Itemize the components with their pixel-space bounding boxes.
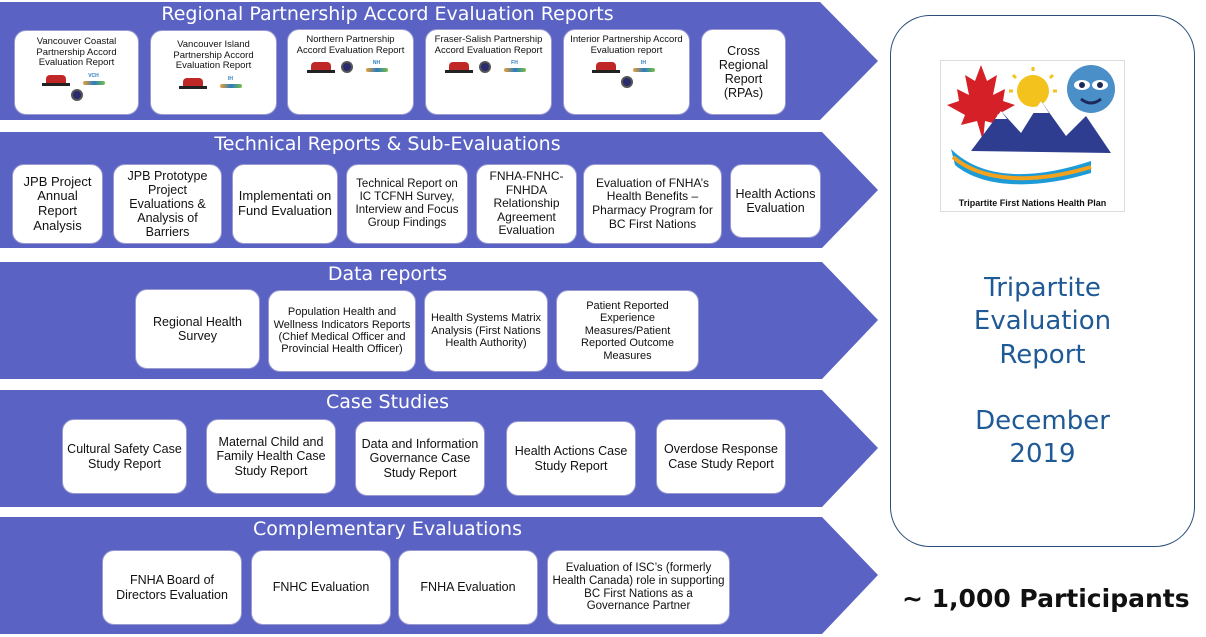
panel-title-line: Evaluation bbox=[973, 306, 1112, 337]
panel-title-line: Report bbox=[999, 339, 1086, 370]
first-nations-health-council-logo bbox=[178, 76, 207, 90]
partner-health-logo: FH bbox=[497, 61, 533, 73]
panel-date: December 2019 bbox=[891, 405, 1194, 472]
partner-logos: FH bbox=[444, 60, 533, 74]
box-label: FNHA-FNHC-FNHDA Relationship Agreement E… bbox=[489, 169, 564, 238]
box-label: Cultural Safety Case Study Report bbox=[67, 442, 182, 471]
band-case-studies: Case Studies Cultural Safety Case Study … bbox=[0, 390, 880, 507]
box-label: Fraser-Salish Partnership Accord Evaluat… bbox=[434, 34, 543, 56]
case-study-health-actions[interactable]: Health Actions Case Study Report bbox=[506, 421, 636, 496]
report-box-health-benefits-pharmacy[interactable]: Evaluation of FNHA’s Health Benefits – P… bbox=[583, 164, 722, 244]
box-label: Vancouver Island Partnership Accord Eval… bbox=[173, 39, 254, 72]
logo-graphic-icon bbox=[947, 65, 1115, 185]
participants-count: ~ 1,000 Participants bbox=[902, 584, 1190, 613]
box-label: Health Actions Case Study Report bbox=[514, 444, 628, 473]
box-label: Implementati on Fund Evaluation bbox=[238, 188, 332, 218]
panel-date-line: December bbox=[975, 406, 1110, 436]
box-label: Evaluation of FNHA’s Health Benefits – P… bbox=[592, 175, 713, 231]
report-box-implementation-fund[interactable]: Implementati on Fund Evaluation bbox=[232, 164, 338, 244]
partner-health-logo: NH bbox=[359, 61, 395, 73]
band-regional-partnership: Regional Partnership Accord Evaluation R… bbox=[0, 2, 880, 120]
fnha-seal-icon bbox=[620, 76, 633, 89]
band-title: Regional Partnership Accord Evaluation R… bbox=[161, 3, 614, 25]
partner-logos: NH bbox=[306, 60, 395, 74]
box-label: Interior Partnership Accord Evaluation r… bbox=[570, 34, 683, 56]
box-label: Technical Report on IC TCFNH Survey, Int… bbox=[355, 178, 459, 229]
case-study-data-governance[interactable]: Data and Information Governance Case Stu… bbox=[355, 421, 485, 496]
band-title: Complementary Evaluations bbox=[252, 518, 522, 540]
box-label: Regional Health Survey bbox=[153, 314, 242, 343]
tripartite-health-plan-logo: Tripartite First Nations Health Plan bbox=[940, 60, 1125, 212]
report-box-regional-health-survey[interactable]: Regional Health Survey bbox=[135, 289, 260, 369]
box-label: Data and Information Governance Case Stu… bbox=[361, 437, 479, 480]
evaluation-fnhc[interactable]: FNHC Evaluation bbox=[251, 550, 391, 625]
box-label: FNHA Board of Directors Evaluation bbox=[116, 573, 228, 602]
report-box-interior[interactable]: Interior Partnership Accord Evaluation r… bbox=[563, 29, 690, 115]
report-box-northern[interactable]: Northern Partnership Accord Evaluation R… bbox=[287, 29, 414, 115]
first-nations-health-council-logo bbox=[41, 73, 70, 87]
partner-logos: VCH bbox=[41, 73, 112, 87]
band-technical-reports: Technical Reports & Sub-Evaluations JPB … bbox=[0, 132, 880, 248]
partner-health-logo: IH bbox=[213, 76, 249, 89]
report-box-health-actions[interactable]: Health Actions Evaluation bbox=[730, 164, 821, 238]
box-label: Health Systems Matrix Analysis (First Na… bbox=[430, 312, 542, 350]
report-box-health-systems-matrix[interactable]: Health Systems Matrix Analysis (First Na… bbox=[424, 290, 548, 372]
partner-health-logo: IH bbox=[626, 61, 662, 73]
band-complementary-evaluations: Complementary Evaluations FNHA Board of … bbox=[0, 517, 880, 634]
partner-logos: IH bbox=[178, 76, 249, 90]
report-box-cross-regional[interactable]: Cross Regional Report (RPAs) bbox=[701, 29, 786, 115]
box-label: Overdose Response Case Study Report bbox=[664, 442, 778, 471]
first-nations-health-council-logo bbox=[591, 60, 620, 74]
band-title: Technical Reports & Sub-Evaluations bbox=[214, 133, 561, 155]
report-box-jpb-annual[interactable]: JPB Project Annual Report Analysis bbox=[12, 164, 103, 244]
report-box-vancouver-coastal[interactable]: Vancouver Coastal Partnership Accord Eva… bbox=[14, 30, 139, 115]
evaluation-fnha-board[interactable]: FNHA Board of Directors Evaluation bbox=[102, 550, 242, 625]
panel-title: Tripartite Evaluation Report bbox=[891, 272, 1194, 372]
box-label: Evaluation of ISC’s (formerly Health Can… bbox=[552, 561, 725, 613]
report-box-prem-prom[interactable]: Patient Reported Experience Measures/Pat… bbox=[556, 290, 699, 372]
fnha-seal-icon bbox=[478, 61, 491, 74]
report-box-population-health[interactable]: Population Health and Wellness Indicator… bbox=[268, 290, 416, 372]
box-label: JPB Prototype Project Evaluations & Anal… bbox=[127, 168, 208, 240]
case-study-maternal-child[interactable]: Maternal Child and Family Health Case St… bbox=[206, 419, 336, 494]
panel-title-line: Tripartite bbox=[984, 273, 1101, 303]
first-nations-health-council-logo bbox=[306, 60, 335, 74]
case-study-cultural-safety[interactable]: Cultural Safety Case Study Report bbox=[62, 419, 187, 494]
band-title: Data reports bbox=[327, 263, 448, 285]
panel-date-line: 2019 bbox=[1009, 439, 1076, 470]
band-title: Case Studies bbox=[325, 391, 450, 413]
box-label: Patient Reported Experience Measures/Pat… bbox=[581, 299, 674, 362]
box-label: FNHC Evaluation bbox=[272, 580, 370, 595]
fnha-seal-icon bbox=[340, 61, 353, 74]
box-label: Health Actions Evaluation bbox=[735, 186, 816, 215]
box-label: Vancouver Coastal Partnership Accord Eva… bbox=[36, 36, 117, 69]
box-label: FNHA Evaluation bbox=[420, 580, 516, 595]
report-box-ic-tcfnh-survey[interactable]: Technical Report on IC TCFNH Survey, Int… bbox=[346, 164, 468, 244]
evaluation-isc-role[interactable]: Evaluation of ISC’s (formerly Health Can… bbox=[547, 550, 730, 625]
report-box-jpb-prototype[interactable]: JPB Prototype Project Evaluations & Anal… bbox=[113, 164, 222, 244]
box-label: JPB Project Annual Report Analysis bbox=[23, 173, 92, 233]
band-data-reports: Data reports Regional Health Survey Popu… bbox=[0, 262, 880, 379]
case-study-overdose-response[interactable]: Overdose Response Case Study Report bbox=[656, 419, 786, 494]
first-nations-health-council-logo bbox=[444, 60, 473, 74]
partner-health-logo: VCH bbox=[76, 73, 112, 86]
box-label: Maternal Child and Family Health Case St… bbox=[216, 435, 326, 478]
box-label: Population Health and Wellness Indicator… bbox=[273, 306, 411, 356]
box-label: Cross Regional Report (RPAs) bbox=[718, 43, 769, 101]
logo-caption: Tripartite First Nations Health Plan bbox=[958, 198, 1107, 208]
fnha-seal-icon bbox=[70, 89, 83, 102]
evaluation-fnha[interactable]: FNHA Evaluation bbox=[398, 550, 538, 625]
report-box-relationship-agreement[interactable]: FNHA-FNHC-FNHDA Relationship Agreement E… bbox=[476, 164, 577, 244]
report-box-fraser-salish[interactable]: Fraser-Salish Partnership Accord Evaluat… bbox=[425, 29, 552, 115]
box-label: Northern Partnership Accord Evaluation R… bbox=[296, 34, 405, 56]
report-box-vancouver-island[interactable]: Vancouver Island Partnership Accord Eval… bbox=[150, 30, 277, 115]
partner-logos: IH bbox=[591, 60, 662, 74]
